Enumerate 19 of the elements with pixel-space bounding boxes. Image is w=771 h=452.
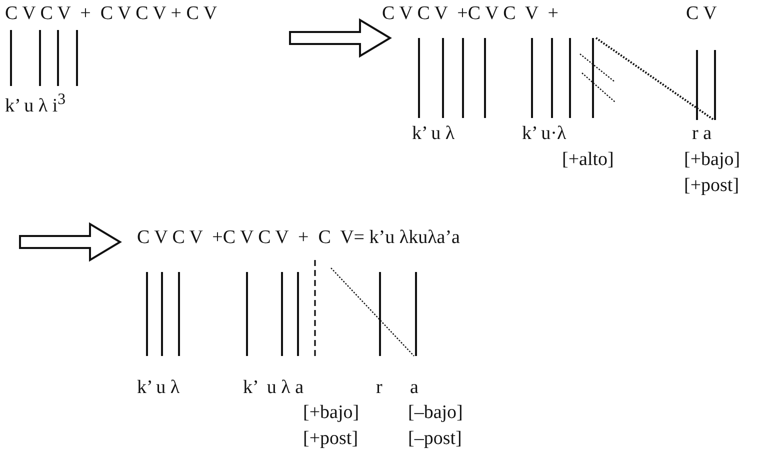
feature-label: [+bajo]	[303, 403, 360, 422]
tier-text: C V C V +C V C V +	[382, 4, 559, 23]
feature-label: [–bajo]	[408, 403, 463, 422]
segment-text: r a	[692, 124, 712, 143]
segment-text: k’ u λ	[137, 378, 180, 397]
feature-label: [+post]	[303, 429, 358, 448]
segment-text: k’ u λ a	[243, 378, 304, 397]
segment-text: k’ u λ	[412, 124, 455, 143]
segment-text: a	[410, 378, 418, 397]
feature-label: [+bajo]	[684, 150, 740, 169]
segment-text: k’ u λ i$^{3}$	[5, 92, 66, 116]
segment-text: r	[376, 378, 382, 397]
feature-label: [+post]	[684, 176, 740, 195]
segment-text: k’ u·λ	[522, 124, 566, 143]
feature-label: [+alto]	[562, 150, 614, 169]
tier-text: C V C V +C V C V + C V= k’u λkuλa’a	[137, 228, 460, 247]
tier-text: C V	[686, 4, 717, 23]
tier-text: C V C V + C V C V + C V	[5, 4, 218, 23]
feature-label: [–post]	[408, 429, 462, 448]
